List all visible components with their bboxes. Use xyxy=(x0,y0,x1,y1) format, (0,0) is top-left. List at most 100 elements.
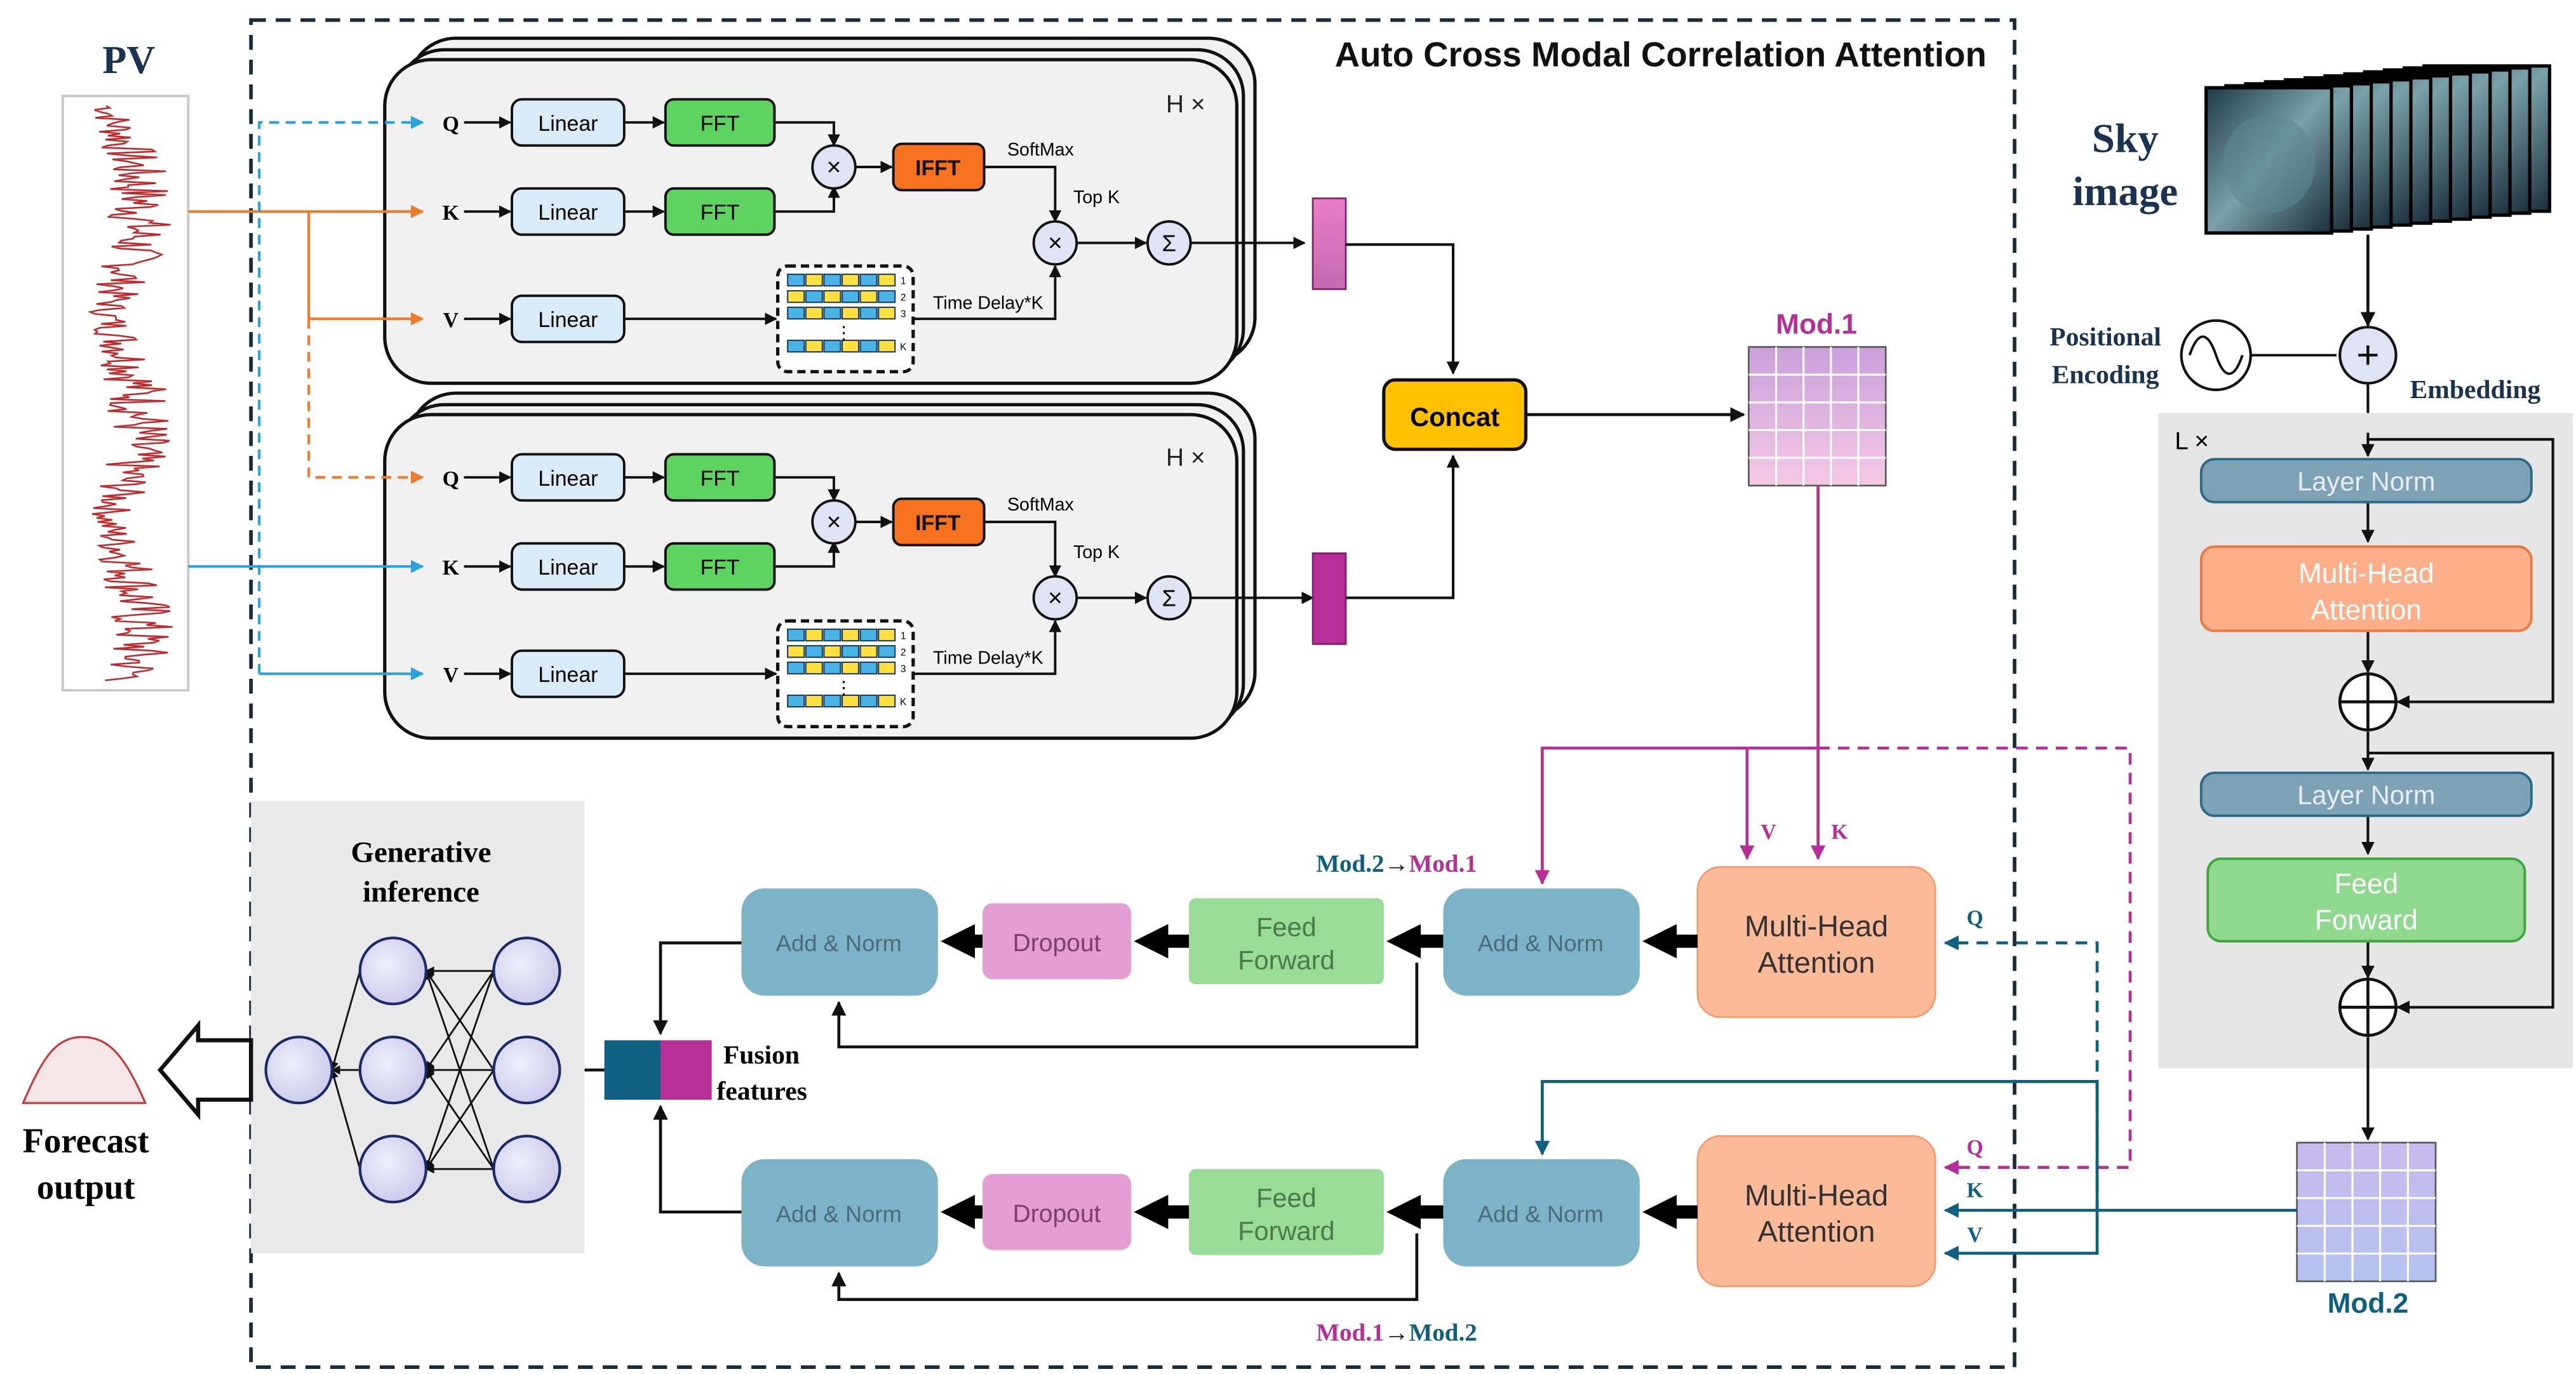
nn-node xyxy=(264,1036,333,1105)
dropout-top-label: Dropout xyxy=(1013,930,1101,957)
multiply-symbol: × xyxy=(1048,585,1063,612)
mod2-label: Mod.2 xyxy=(2328,1288,2409,1319)
multiply-node-2-upper xyxy=(1032,220,1078,266)
q-label-upper: Q xyxy=(443,112,459,136)
multiply-node-1-upper xyxy=(811,144,857,190)
multiply-symbol: × xyxy=(1048,230,1063,257)
ifft-lower-label: IFFT xyxy=(915,511,961,535)
fusion-label-line2: features xyxy=(716,1076,807,1105)
nn-node xyxy=(358,1036,427,1105)
topk-upper-label: Top K xyxy=(1073,187,1120,208)
output-arrow xyxy=(157,1020,253,1121)
q-label-lower: Q xyxy=(443,467,459,491)
topk-lower-label: Top K xyxy=(1073,542,1120,563)
softmax-lower-label: SoftMax xyxy=(1007,495,1074,515)
transformer-encoder-panel xyxy=(2158,413,2573,1069)
delay-index-label: 3 xyxy=(901,664,906,675)
add-norm-top-left-label: Add & Norm xyxy=(776,930,902,956)
layer-norm-1-label: Layer Norm xyxy=(2297,467,2435,497)
ifft-upper-label: IFFT xyxy=(915,156,961,180)
dropout-top xyxy=(983,903,1131,980)
add-norm-bottom-left-label: Add & Norm xyxy=(776,1201,902,1227)
softmax-upper-label: SoftMax xyxy=(1007,140,1074,160)
v-label-lower: V xyxy=(443,664,459,687)
mha-cross-top-line1: Multi-Head xyxy=(1745,910,1888,943)
acmca-frame xyxy=(249,18,2016,1370)
fusion-block-mod2 xyxy=(604,1040,661,1100)
mod1-matrix xyxy=(1748,346,1887,487)
forecast-label-line2: output xyxy=(37,1168,135,1206)
linear-k-lower-label: Linear xyxy=(538,556,598,580)
add-norm-top-left xyxy=(741,888,938,996)
delay-index-label: 3 xyxy=(901,309,906,320)
delay-index-label: K xyxy=(900,342,907,353)
sky-label-line2: image xyxy=(2072,169,2178,215)
delay-dots: ⋮ xyxy=(835,677,853,698)
linear-v-lower-label: Linear xyxy=(538,663,598,687)
fft-q-upper xyxy=(664,98,776,147)
delay-index-label: 1 xyxy=(901,276,906,287)
linear-q-upper-label: Linear xyxy=(538,112,598,136)
mha1-v-label: V xyxy=(1761,820,1776,844)
layer-norm-2-label: Layer Norm xyxy=(2297,780,2435,810)
delay-index-label: 2 xyxy=(901,648,906,658)
ifft-lower xyxy=(892,497,986,547)
fft-k-lower-label: FFT xyxy=(701,556,740,580)
delay-dots: ⋮ xyxy=(835,323,853,343)
multiply-symbol: × xyxy=(827,154,842,181)
linear-q-upper xyxy=(511,98,626,147)
multiply-symbol: × xyxy=(827,509,842,536)
k-label-lower: K xyxy=(443,556,460,580)
dropout-bottom xyxy=(983,1174,1131,1250)
pv-label: PV xyxy=(102,38,155,82)
neural-network-icon xyxy=(264,937,561,1204)
forecast-label-line1: Forecast xyxy=(23,1121,149,1160)
add-norm-bottom-right-label: Add & Norm xyxy=(1478,1201,1604,1227)
multiply-node-2-lower xyxy=(1032,575,1078,621)
feed-forward-top-line2: Forward xyxy=(1238,945,1335,975)
feed-forward-top xyxy=(1189,898,1384,984)
generative-label-line2: inference xyxy=(363,876,480,909)
fusion-block-mod1 xyxy=(661,1040,712,1100)
transformer-mha-line1: Multi-Head xyxy=(2298,558,2434,589)
concat-block xyxy=(1382,378,1527,451)
fusion-label-line1: Fusion xyxy=(723,1040,800,1069)
mha2-q-label: Q xyxy=(1966,1136,1983,1159)
bottom-branch-caption: Mod.1→Mod.2 xyxy=(1316,1319,1477,1347)
feed-forward-bottom-line1: Feed xyxy=(1256,1183,1317,1213)
nn-node xyxy=(492,1036,561,1105)
mha-cross-top-line2: Attention xyxy=(1758,946,1875,979)
sky-to-q-upper-arrow xyxy=(258,116,424,674)
transformer-ff-line1: Feed xyxy=(2334,869,2398,900)
mod2-matrix xyxy=(2296,1142,2437,1283)
fft-k-lower xyxy=(664,542,776,591)
multiply-node-1-lower xyxy=(811,499,857,545)
sigma-symbol: Σ xyxy=(1162,230,1177,257)
layers-repeat-label: L × xyxy=(2175,428,2209,455)
generative-label-line1: Generative xyxy=(351,836,492,869)
transformer-mha xyxy=(2199,545,2533,632)
top-branch-caption: Mod.2→Mod.1 xyxy=(1316,850,1477,877)
sigma-symbol: Σ xyxy=(1162,585,1177,611)
mha-cross-bottom-line2: Attention xyxy=(1758,1215,1875,1248)
linear-q-lower xyxy=(511,453,626,502)
transformer-mha-line2: Attention xyxy=(2311,594,2422,625)
pv-series-line xyxy=(88,105,173,681)
add-norm-bottom-right xyxy=(1443,1159,1640,1267)
head-output-lower xyxy=(1311,552,1347,645)
mha1-q-label: Q xyxy=(1966,906,1983,930)
nn-node xyxy=(358,1135,427,1204)
embedding-label: Embedding xyxy=(2410,375,2541,404)
feed-forward-bottom xyxy=(1189,1169,1384,1255)
plus-symbol: + xyxy=(2356,333,2379,377)
fft-q-lower xyxy=(664,453,776,502)
linear-v-lower xyxy=(511,649,626,698)
mha2-v-label: V xyxy=(1967,1224,1983,1247)
delay-index-label: 1 xyxy=(901,631,906,642)
sky-label-line1: Sky xyxy=(2092,116,2159,162)
time-delay-lower-label: Time Delay*K xyxy=(933,648,1043,669)
add-norm-top-right-label: Add & Norm xyxy=(1478,930,1604,956)
